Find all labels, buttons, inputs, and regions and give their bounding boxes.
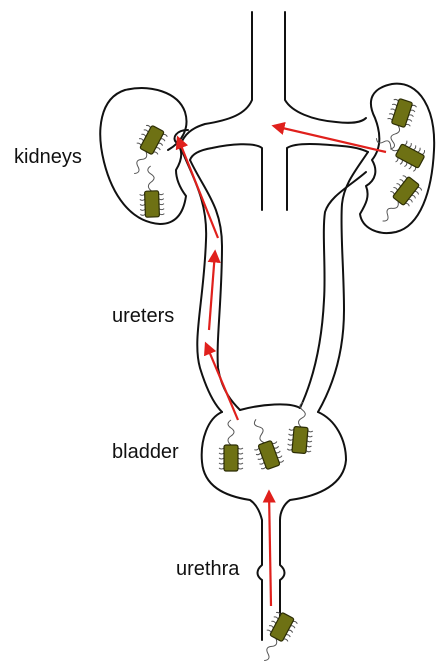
left-ureter-outer <box>180 146 222 412</box>
vessel-inner-right <box>287 144 368 210</box>
bacterium-icon <box>219 420 243 471</box>
arrow-right-kidney-to-vessel <box>274 126 386 152</box>
arrow-ureter-lower-to-mid <box>209 252 215 330</box>
label-urethra: urethra <box>176 559 239 579</box>
label-kidneys: kidneys <box>14 147 82 167</box>
great-vessel-right-wall <box>285 12 366 123</box>
bacterium-icon <box>245 415 285 471</box>
label-ureters: ureters <box>112 306 174 326</box>
bacterium-icon <box>254 610 299 662</box>
arrow-bladder-to-ureter-lower <box>206 344 238 420</box>
bacterium-icon <box>373 173 423 228</box>
bacterium-icon <box>139 166 165 218</box>
left-ureter-inner <box>190 160 240 410</box>
right-ureter-inner <box>300 172 366 408</box>
label-bladder: bladder <box>112 442 179 462</box>
left-kidney <box>100 88 188 224</box>
infection-arrows <box>178 126 386 606</box>
great-vessel-left-wall <box>180 12 252 146</box>
bacterium-icon <box>124 123 169 179</box>
bladder <box>202 404 346 640</box>
arrow-urethra-to-bladder <box>269 492 271 606</box>
bacteria-layer <box>124 97 428 662</box>
bacterium-icon <box>287 401 315 454</box>
